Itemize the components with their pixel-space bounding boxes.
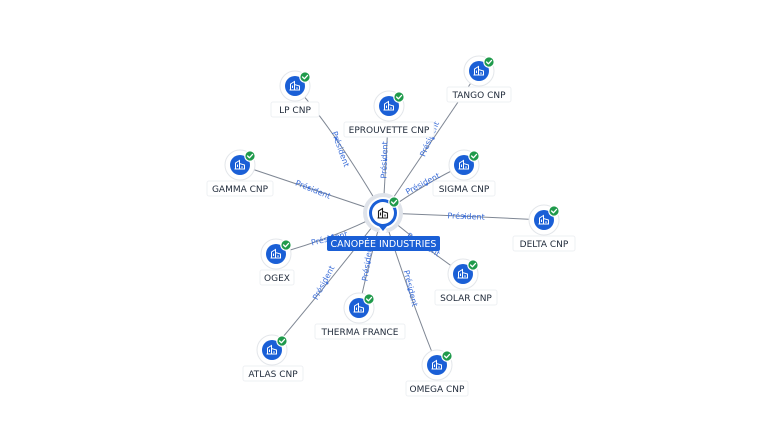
- node-label-box: [405, 380, 469, 397]
- node-label: THERMA FRANCE: [321, 328, 399, 338]
- node-label: SOLAR CNP: [440, 294, 492, 304]
- center-node-label: CANOPÉE INDUSTRIES: [331, 238, 437, 250]
- building-icon: [270, 248, 281, 259]
- building-icon: [289, 80, 300, 91]
- node-label-box: [206, 180, 274, 197]
- node-label-box: [343, 121, 435, 138]
- verified-check-icon: [363, 293, 375, 305]
- building-icon: [473, 65, 484, 76]
- verified-check-icon: [483, 56, 495, 68]
- node-label: TANGO CNP: [451, 91, 506, 101]
- node-label: LP CNP: [279, 106, 311, 116]
- node-label: DELTA CNP: [520, 240, 569, 250]
- verified-check-icon: [244, 150, 256, 162]
- node-omega[interactable]: OMEGA CNP: [405, 349, 469, 397]
- node-label-box: [512, 235, 576, 252]
- node-label: OGEX: [264, 274, 290, 284]
- relation-label-delta: Président: [447, 210, 485, 221]
- node-delta[interactable]: DELTA CNP: [512, 204, 576, 252]
- verified-check-icon: [468, 150, 480, 162]
- node-label-box: [434, 289, 498, 306]
- building-icon: [234, 159, 245, 170]
- node-gamma[interactable]: GAMMA CNP: [206, 149, 274, 197]
- nodes-layer: LP CNP EPROUVETTE CNP TANGO CNP GAMMA CNP SI…: [206, 55, 576, 397]
- verified-check-icon: [299, 71, 311, 83]
- relation-label-omega: Président: [402, 269, 421, 308]
- node-label: OMEGA CNP: [410, 385, 466, 395]
- verified-check-icon: [276, 335, 288, 347]
- edge-direction-marker: [425, 183, 428, 186]
- verified-check-icon: [393, 91, 405, 103]
- node-solar[interactable]: SOLAR CNP: [434, 258, 498, 306]
- node-label-box: [259, 269, 295, 286]
- node-atlas[interactable]: ATLAS CNP: [242, 334, 304, 382]
- node-label-box: [314, 323, 406, 340]
- building-icon: [458, 159, 469, 170]
- relation-label-gamma: Président: [294, 178, 332, 201]
- node-sigma[interactable]: SIGMA CNP: [432, 149, 496, 197]
- node-lp[interactable]: LP CNP: [270, 70, 320, 118]
- building-icon: [353, 302, 364, 313]
- verified-check-icon: [388, 196, 400, 208]
- building-icon: [457, 268, 468, 279]
- center-node[interactable]: CANOPÉE INDUSTRIES: [327, 193, 440, 251]
- node-tango[interactable]: TANGO CNP: [446, 55, 512, 103]
- edge-direction-marker: [307, 186, 310, 190]
- relation-label-atlas: Président: [310, 264, 336, 302]
- edge-direction-marker: [368, 261, 371, 264]
- node-ogex[interactable]: OGEX: [259, 238, 295, 286]
- node-label-box: [446, 86, 512, 103]
- edge-direction-marker: [432, 137, 435, 140]
- edge-direction-marker: [384, 158, 388, 161]
- building-icon: [383, 100, 394, 111]
- node-label-box: [242, 365, 304, 382]
- node-label: EPROUVETTE CNP: [349, 126, 430, 136]
- building-icon: [431, 359, 442, 370]
- edge-direction-marker: [334, 137, 338, 140]
- relation-label-eprouvette: Président: [378, 141, 389, 179]
- building-icon: [266, 344, 277, 355]
- node-label-box: [270, 101, 320, 118]
- node-eprouvette[interactable]: EPROUVETTE CNP: [343, 90, 435, 138]
- verified-check-icon: [280, 239, 292, 251]
- center-node-label-box: [327, 236, 440, 251]
- building-icon: [377, 207, 389, 219]
- edge-direction-marker: [463, 215, 466, 218]
- node-label-box: [432, 180, 496, 197]
- node-label: SIGMA CNP: [439, 185, 490, 195]
- building-icon: [538, 214, 549, 225]
- edge-direction-marker: [407, 288, 410, 291]
- node-label: ATLAS CNP: [248, 370, 298, 380]
- verified-check-icon: [441, 350, 453, 362]
- verified-check-icon: [467, 259, 479, 271]
- verified-check-icon: [548, 205, 560, 217]
- node-therma[interactable]: THERMA FRANCE: [314, 292, 406, 340]
- edge-direction-marker: [326, 282, 329, 285]
- node-label: GAMMA CNP: [212, 185, 269, 195]
